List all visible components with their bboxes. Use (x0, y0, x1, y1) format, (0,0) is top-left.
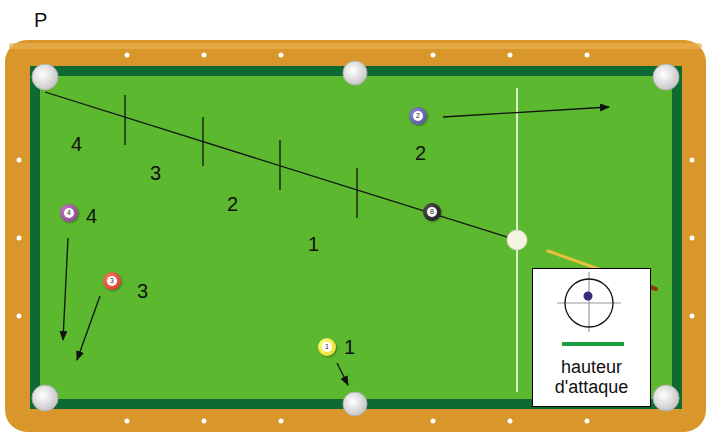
cue-ball (507, 230, 527, 250)
pool-ball: 4 (60, 204, 78, 222)
spin-inset-box: hauteur d'attaque (532, 268, 651, 407)
callout-number: 3 (137, 281, 148, 301)
frame-highlight (9, 43, 702, 49)
callout-number: 2 (415, 143, 426, 163)
ball-paths (63, 107, 609, 385)
callout-number: 1 (344, 337, 355, 357)
ball-number: 2 (413, 111, 423, 121)
zone-number: 4 (71, 134, 82, 154)
ball-number: 3 (107, 276, 117, 286)
figure-letter: P (34, 10, 47, 30)
ball-number: 4 (64, 208, 74, 218)
pool-ball: 3 (103, 272, 121, 290)
diamonds (17, 53, 695, 424)
pool-ball: 8 (423, 203, 441, 221)
callout-number: 4 (86, 206, 97, 226)
zone-ticks (125, 95, 357, 218)
ball-number: 8 (427, 207, 437, 217)
zone-number: 1 (308, 234, 319, 254)
pool-ball: 1 (318, 338, 336, 356)
inset-caption: hauteur d'attaque (533, 357, 650, 397)
cushion (30, 66, 682, 409)
ball-number: 1 (322, 342, 332, 352)
pockets (32, 61, 679, 416)
pool-ball: 2 (409, 107, 427, 125)
cue-tip-target (533, 269, 650, 349)
table-frame (5, 40, 706, 432)
zone-number: 2 (227, 194, 238, 214)
aim-line (45, 92, 510, 238)
zone-number: 3 (150, 163, 161, 183)
